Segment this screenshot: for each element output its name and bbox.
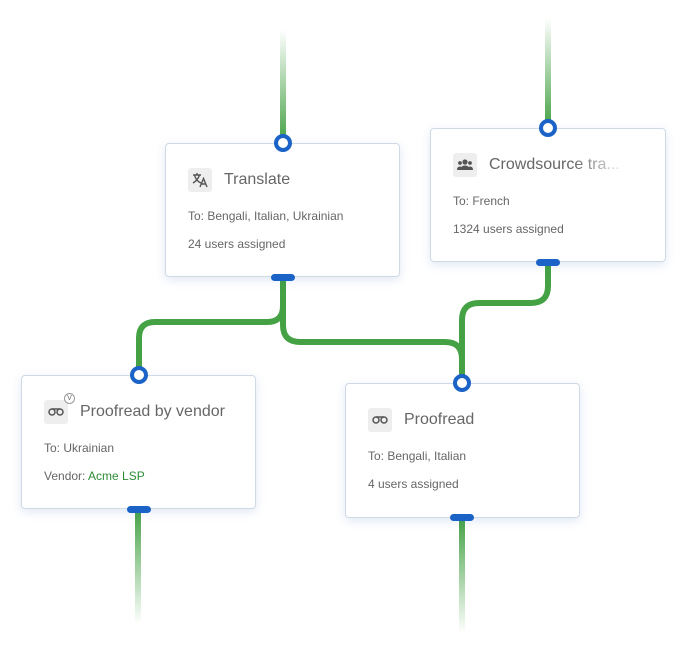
- outgoing-wire-proofread: [459, 518, 465, 633]
- node-title: Proofread: [404, 411, 475, 428]
- target-languages: To: Bengali, Italian: [368, 449, 467, 463]
- node-card-proofread-vendor[interactable]: V Proofread by vendor To: Ukrainian Vend…: [21, 375, 256, 509]
- proofread-icon: V: [44, 393, 75, 424]
- people-icon: [453, 153, 477, 177]
- target-languages: To: French: [453, 194, 510, 208]
- assigned-users: 24 users assigned: [188, 237, 286, 251]
- wire-crowdsource-to-proofread: [459, 262, 551, 383]
- outgoing-wire-proofread-vendor: [135, 509, 141, 624]
- node-card-proofread[interactable]: Proofread To: Bengali, Italian 4 users a…: [345, 383, 580, 518]
- vendor-badge: V: [64, 393, 75, 404]
- node-title: Translate: [224, 171, 291, 188]
- assigned-users: 1324 users assigned: [453, 222, 564, 236]
- vendor-label: Vendor:: [44, 469, 86, 483]
- node-title: Crowdsource tra...: [489, 156, 620, 173]
- vendor-link[interactable]: Acme LSP: [88, 469, 145, 483]
- target-languages: To: Ukrainian: [44, 441, 115, 455]
- vendor-info: Vendor: Acme LSP: [44, 469, 145, 483]
- incoming-wire-crowdsource: [545, 18, 551, 128]
- node-card-translate[interactable]: Translate To: Bengali, Italian, Ukrainia…: [165, 143, 400, 277]
- wire-translate-to-proofread: [280, 277, 465, 383]
- translate-icon: [188, 168, 212, 192]
- node-title: Proofread by vendor: [80, 403, 225, 420]
- incoming-wire-translate: [280, 30, 286, 143]
- assigned-users: 4 users assigned: [368, 477, 459, 491]
- wire-translate-to-proofread-vendor: [136, 277, 286, 375]
- node-card-crowdsource[interactable]: Crowdsource tra... To: French 1324 users…: [430, 128, 666, 262]
- target-languages: To: Bengali, Italian, Ukrainian: [188, 209, 344, 223]
- proofread-icon: [368, 408, 392, 432]
